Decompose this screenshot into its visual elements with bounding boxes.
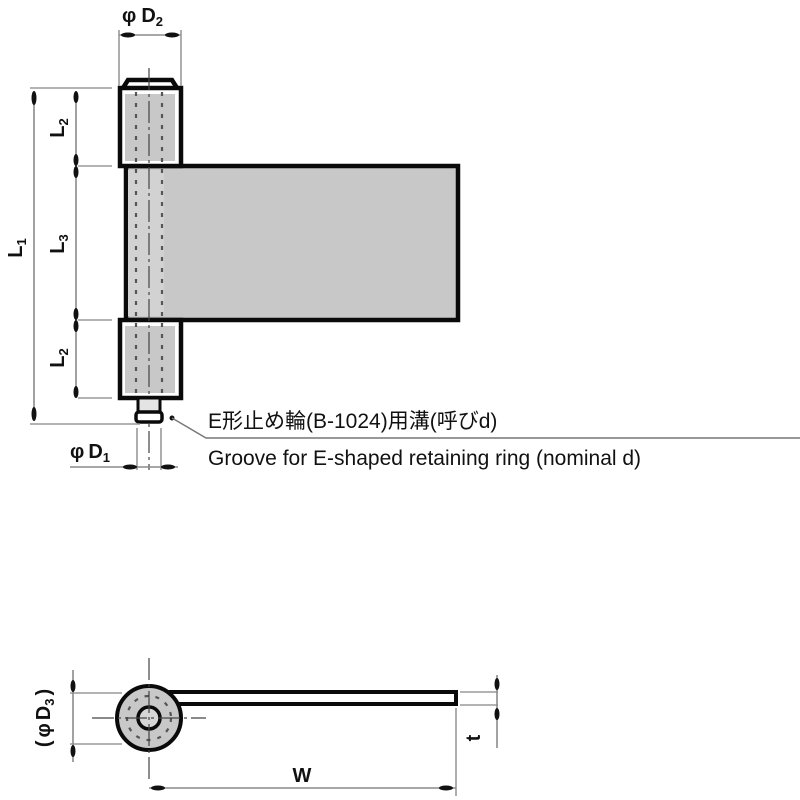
hinge-leaf-outline xyxy=(123,163,461,323)
retaining-ring-groove xyxy=(134,410,164,424)
l3-label: L3 xyxy=(47,234,71,253)
l1-label: L1 xyxy=(5,238,29,257)
groove-leader-line xyxy=(171,417,800,439)
leaf-edge xyxy=(168,690,458,706)
end-view: (φD3) W t xyxy=(33,658,500,796)
hinge-leaf-fill xyxy=(126,168,456,320)
l2-top-label: L2 xyxy=(47,118,71,137)
w-label: W xyxy=(293,765,312,787)
t-label: t xyxy=(463,734,485,741)
groove-note-english: Groove for E-shaped retaining ring (nomi… xyxy=(208,447,641,470)
pin-end xyxy=(136,396,162,414)
l2-bottom-label: L2 xyxy=(47,348,71,367)
top-knuckle xyxy=(117,85,184,169)
d3-label: (φD3) xyxy=(33,689,57,747)
groove-note-japanese: E形止め輪(B-1024)用溝(呼びd) xyxy=(208,410,497,433)
pin-head xyxy=(121,77,179,90)
